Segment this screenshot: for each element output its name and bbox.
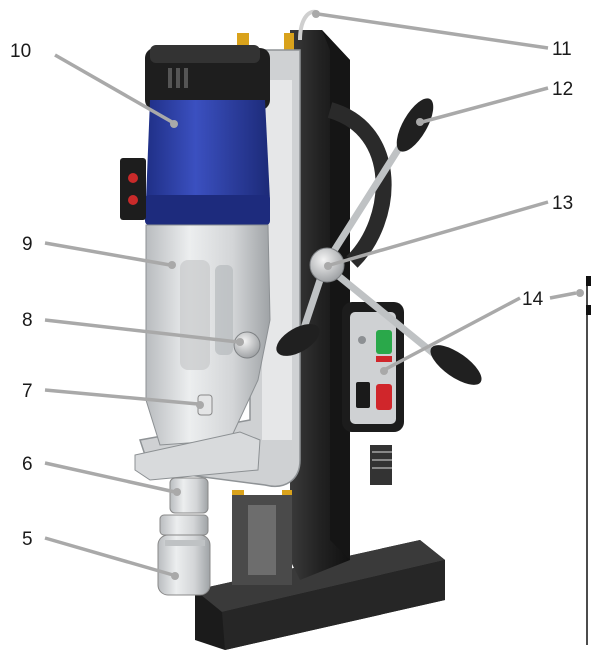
motor-housing [120,100,270,225]
callout-5: 5 [22,529,33,550]
control-panel [342,302,404,432]
callout-14: 14 [522,289,544,310]
callout-labels: 10 9 8 7 6 5 11 12 13 14 [10,39,573,550]
leader-lines [44,10,584,580]
spindle-bracket [134,431,261,481]
callout-7: 7 [22,381,33,402]
drill-frame [232,30,392,585]
feed-handle-assembly [276,98,482,385]
callout-6: 6 [22,454,33,475]
callout-8: 8 [22,310,33,331]
spindle [169,477,209,514]
motor-cap [145,45,270,110]
gearbox-housing [145,224,271,446]
callout-10: 10 [10,41,31,62]
callout-9: 9 [22,234,33,255]
magnetic-base [195,540,445,650]
arbor-chuck [157,514,211,596]
callout-12: 12 [552,79,573,100]
edge-frame [586,276,591,645]
callout-11: 11 [552,39,572,60]
callout-13: 13 [552,193,573,214]
